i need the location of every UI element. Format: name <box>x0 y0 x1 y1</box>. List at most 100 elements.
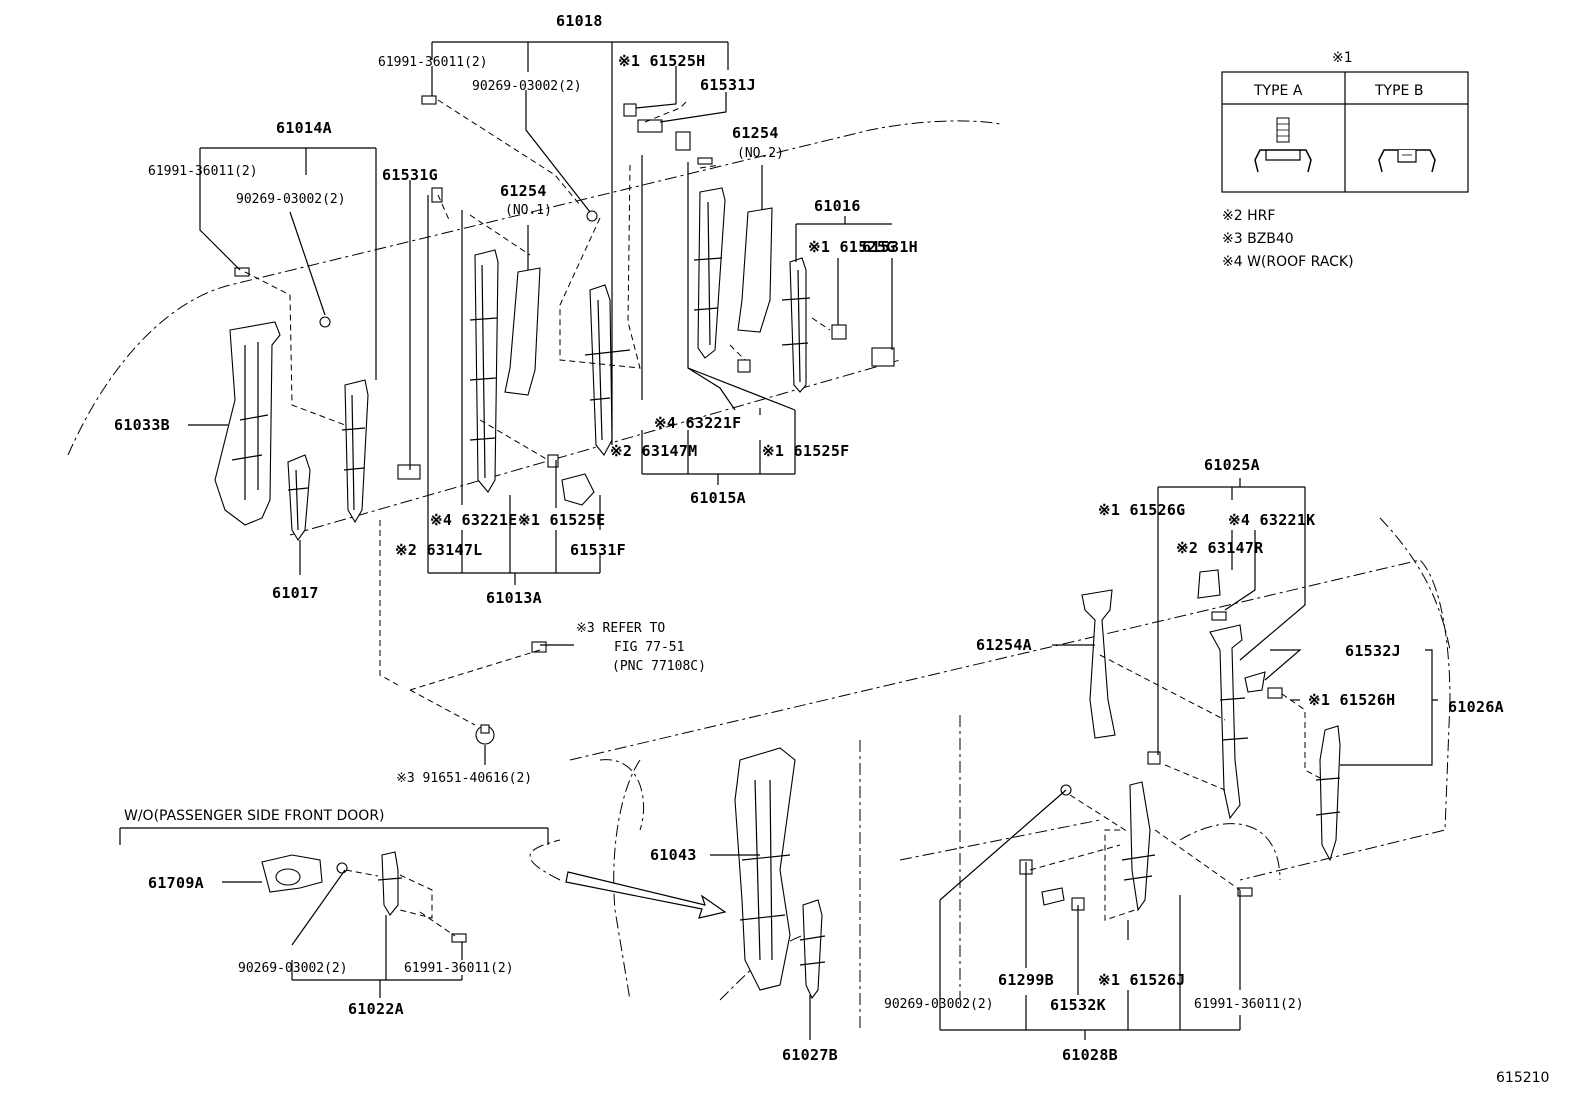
part-61531H <box>871 347 895 367</box>
label-63221K: ※4 63221K <box>1228 511 1316 529</box>
label-61014A: 61014A <box>276 119 332 137</box>
label-61254-no2-sub: (NO.2) <box>737 146 784 161</box>
part-61043 <box>734 747 796 991</box>
label-61016: 61016 <box>814 197 861 215</box>
part-fuel-tube <box>397 630 547 686</box>
screw-90269-c <box>336 862 348 874</box>
label-61033B: 61033B <box>114 416 170 434</box>
label-61531J: 61531J <box>700 76 756 94</box>
label-61991-36011-c: 61991-36011(2) <box>404 961 514 976</box>
assembly-dashed-lines <box>244 99 1321 937</box>
legend-note-2: ※2 HRF <box>1222 208 1275 224</box>
part-61532J <box>1244 671 1266 693</box>
label-90269-03002-c: 90269-03002(2) <box>238 961 348 976</box>
clip-61991-d <box>1237 887 1253 897</box>
label-63221F: ※4 63221F <box>654 414 742 432</box>
part-61254-no1 <box>504 267 541 396</box>
clip-63147M <box>675 131 713 165</box>
clip-61991-c <box>451 933 467 943</box>
part-labels: 61018 61991-36011(2) 90269-03002(2) ※1 6… <box>114 12 1549 1086</box>
label-61525F: ※1 61525F <box>762 442 850 460</box>
screw-90269-a <box>319 210 598 328</box>
legend-note-3: ※3 BZB40 <box>1222 231 1294 247</box>
part-61026A-pillar <box>1315 725 1341 862</box>
label-61525H: ※1 61525H <box>618 52 706 70</box>
leader-lines <box>119 41 1438 1040</box>
label-61022A: 61022A <box>348 1000 404 1018</box>
label-61299B: 61299B <box>998 971 1054 989</box>
label-91651-40616: ※3 91651-40616(2) <box>396 771 532 786</box>
type-a-clip-icon <box>1254 117 1312 173</box>
inset-title: W/O(PASSENGER SIDE FRONT DOOR) <box>124 808 385 824</box>
label-61254-no1: 61254 <box>500 182 547 200</box>
label-90269-03002-b: 90269-03002(2) <box>236 192 346 207</box>
label-61526H: ※1 61526H <box>1308 691 1396 709</box>
label-61028B: 61028B <box>1062 1046 1118 1064</box>
part-61028B-pillar <box>1121 781 1156 912</box>
label-61531H: 61531H <box>862 238 918 256</box>
label-61254A: 61254A <box>976 636 1032 654</box>
type-legend <box>1221 71 1469 193</box>
part-63221K <box>1211 611 1227 621</box>
label-61015A: 61015A <box>690 489 746 507</box>
label-61531F: 61531F <box>570 541 626 559</box>
part-61017 <box>287 454 311 542</box>
part-61027B <box>799 899 826 1000</box>
label-61254-no1-sub: (NO.1) <box>505 203 552 218</box>
label-63221E: ※4 63221E <box>430 511 518 529</box>
label-61709A: 61709A <box>148 874 204 892</box>
label-61532J: 61532J <box>1345 642 1401 660</box>
type-b-clip-icon <box>1378 149 1436 173</box>
part-61532K <box>1041 887 1065 906</box>
clip-61991-a <box>234 95 437 277</box>
part-63147R <box>1197 569 1221 599</box>
part-61531G <box>397 187 443 480</box>
part-61018-pillar <box>584 284 631 456</box>
legend-type-b: TYPE B <box>1374 83 1423 99</box>
label-63147M: ※2 63147M <box>610 442 698 460</box>
legend-type-a: TYPE A <box>1253 83 1303 99</box>
part-61033B <box>214 321 281 526</box>
part-61526G <box>1147 751 1161 765</box>
part-61013A-pillar <box>469 249 499 493</box>
label-61013A: 61013A <box>486 589 542 607</box>
body-outline <box>67 120 1451 1030</box>
label-61254-no2: 61254 <box>732 124 779 142</box>
bolt-91651 <box>475 724 495 745</box>
part-61022A-pillar <box>377 851 403 916</box>
figure-number: 615210 <box>1496 1070 1549 1086</box>
label-90269-03002-a: 90269-03002(2) <box>472 79 582 94</box>
part-61254A <box>1081 589 1116 739</box>
label-61991-36011-a: 61991-36011(2) <box>378 55 488 70</box>
part-61025A-pillar <box>1209 624 1249 820</box>
label-61018: 61018 <box>556 12 603 30</box>
part-61016-pillar <box>781 257 811 393</box>
legend-text: ※1 TYPE A TYPE B ※2 HRF ※3 BZB40 ※4 W(RO… <box>124 50 1423 824</box>
label-refer-fig: FIG 77-51 <box>614 640 684 655</box>
part-61014A-pillar <box>341 379 369 524</box>
label-61532K: 61532K <box>1050 996 1106 1014</box>
part-61525G <box>831 324 847 340</box>
label-61991-36011-d: 61991-36011(2) <box>1194 997 1304 1012</box>
label-61017: 61017 <box>272 584 319 602</box>
label-61027B: 61027B <box>782 1046 838 1064</box>
label-61026A: 61026A <box>1448 698 1504 716</box>
label-90269-03002-d: 90269-03002(2) <box>884 997 994 1012</box>
part-61709A <box>261 854 323 893</box>
label-63147R: ※2 63147R <box>1176 539 1264 557</box>
part-61254-no2 <box>737 207 773 333</box>
label-61531G: 61531G <box>382 166 438 184</box>
part-61526H <box>1267 687 1283 699</box>
label-61525G: ※1 61525G <box>808 238 896 256</box>
label-61991-36011-b: 61991-36011(2) <box>148 164 258 179</box>
label-61525E: ※1 61525E <box>518 511 606 529</box>
legend-note-4: ※4 W(ROOF RACK) <box>1222 254 1354 270</box>
label-63147L: ※2 63147L <box>395 541 483 559</box>
label-61526G: ※1 61526G <box>1098 501 1186 519</box>
direction-arrow <box>565 871 727 919</box>
label-61526J: ※1 61526J <box>1098 971 1186 989</box>
part-61531F <box>547 454 595 506</box>
label-refer-pnc: (PNC 77108C) <box>612 659 706 674</box>
label-61043: 61043 <box>650 846 697 864</box>
